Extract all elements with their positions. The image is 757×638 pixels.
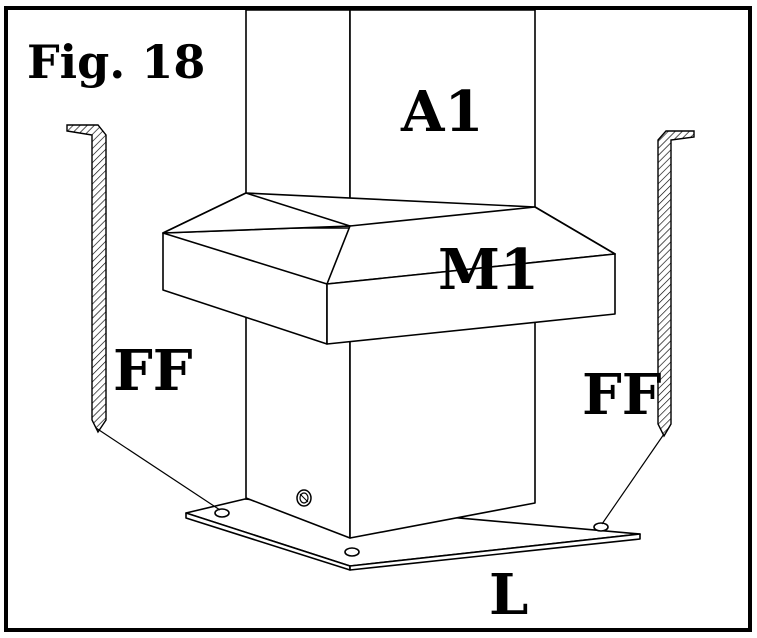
bolt-hole-right [593,522,609,532]
upper-post [245,9,536,229]
figure-frame [4,6,752,632]
collar [162,192,616,345]
set-screw-icon [296,489,312,507]
anchor-rod-left [66,124,221,511]
label-a1: A1 [400,79,483,145]
lower-post [245,304,536,539]
label-ff-left: FF [113,338,193,404]
label-ff-right: FF [582,362,662,428]
label-m1: M1 [438,237,539,303]
anchor-rod-right [601,130,695,525]
figure-title: Fig. 18 [27,35,205,89]
bolt-hole-front [344,547,360,557]
label-l: L [489,562,528,628]
bolt-hole-left [214,508,230,518]
